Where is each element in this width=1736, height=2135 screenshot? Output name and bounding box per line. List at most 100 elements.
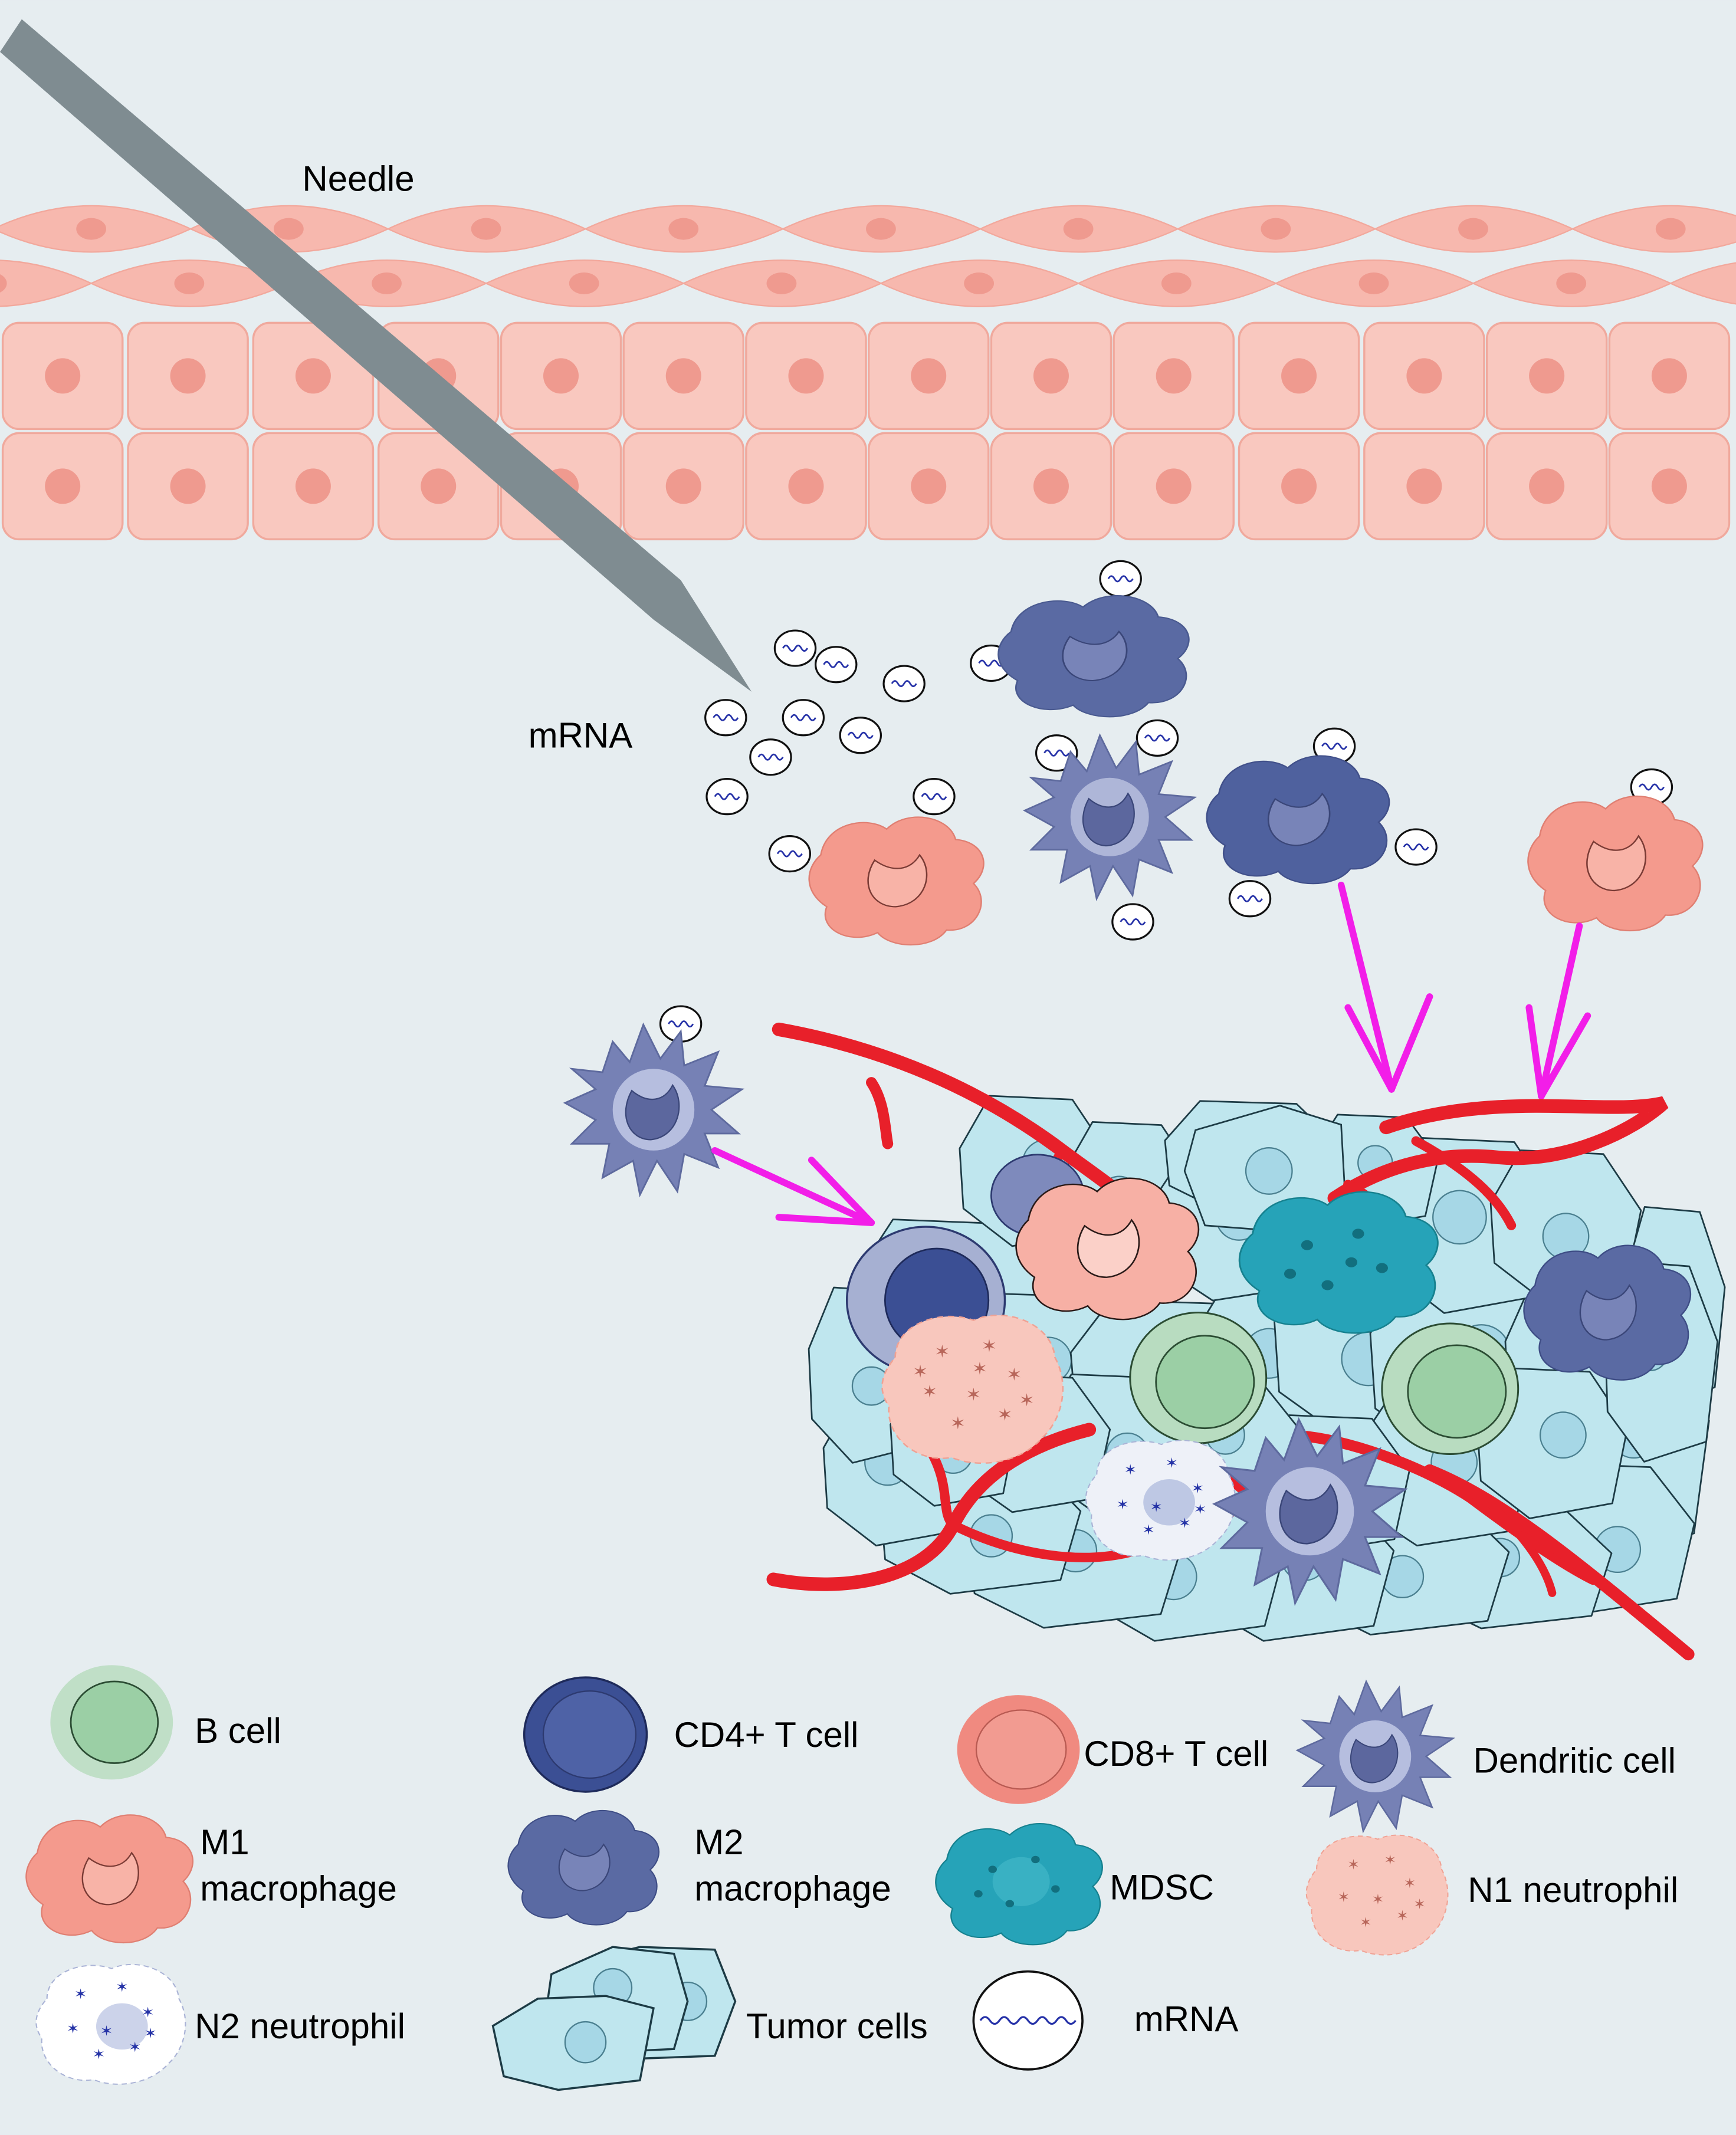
skin-epithelial-cell [622,432,745,541]
svg-text:✶: ✶ [74,1986,87,2002]
blood-vessel [1327,1096,1669,1206]
n1-neutrophil-cell: ✶✶✶✶✶✶✶✶✶✶ [881,1314,1064,1464]
dendritic-cell [564,1023,743,1196]
skin-epithelial-cell [622,321,745,431]
legend-label-n2-neutrophil: N2 neutrophil [195,2006,405,2046]
mrna-particle [1136,719,1179,757]
blood-vessel [866,1077,894,1149]
svg-text:✶: ✶ [92,2046,105,2062]
svg-text:✶: ✶ [966,1385,982,1405]
skin-epithelial-cell [1608,432,1731,541]
legend-cd4-t-cell-icon [523,1676,648,1793]
skin-epithelial-cell [500,321,622,431]
mrna-particle [815,646,858,684]
svg-text:✶: ✶ [1384,1851,1396,1868]
svg-text:✶: ✶ [1371,1891,1384,1907]
svg-text:✶: ✶ [913,1362,928,1382]
arrow [1337,881,1433,1093]
svg-text:✶: ✶ [982,1336,997,1356]
mdsc-cell [1238,1191,1439,1334]
legend-label-tumor-cells: Tumor cells [746,2006,928,2046]
needle-label: Needle [302,159,414,198]
skin-spindle-cell [1274,260,1475,307]
migration-arrows [711,881,1591,1226]
skin-spindle-cell [781,205,982,253]
skin-epithelial-cell [867,321,990,431]
legend-b-cell-icon [50,1665,173,1780]
legend-label-dendritic-cell: Dendritic cell [1474,1741,1676,1781]
legend-cd8-t-cell-icon [957,1695,1080,1804]
skin-epithelial-cell [1363,432,1485,541]
mrna-particle [913,778,956,816]
skin-spindle-cell [386,205,588,253]
svg-text:✶: ✶ [934,1342,950,1362]
legend-n2-neutrophil-icon: ✶✶✶✶✶✶✶✶ [35,1963,186,2085]
svg-text:✶: ✶ [1150,1499,1163,1515]
tumor-mass: ✶✶✶✶✶✶✶✶✶✶✶✶✶✶✶✶✶✶ [766,1022,1726,1661]
mrna-particle [768,835,812,873]
legend-label-n1-neutrophil: N1 neutrophil [1468,1870,1678,1910]
mrna-particle [1111,903,1154,941]
blood-vessel [1301,1431,1599,1585]
skin-epithelial-cell [1,321,124,431]
svg-text:✶: ✶ [1413,1896,1426,1912]
svg-text:✶: ✶ [997,1405,1013,1425]
skin-spindle-cell [1669,262,1736,305]
skin-spindle-cell [1176,205,1377,253]
svg-text:✶: ✶ [66,2021,79,2037]
skin-epithelial-cell [127,321,249,431]
svg-text:✶: ✶ [129,2039,142,2055]
mrna-particle [1228,880,1272,918]
skin-epithelial-cell [867,432,990,541]
mrna-particle [1394,828,1438,866]
mrna-particle [773,629,817,667]
needle [0,19,752,692]
mrna-particle [749,738,792,776]
svg-text:✶: ✶ [1124,1461,1137,1477]
dendritic-cell [1023,734,1196,900]
legend-mdsc-icon [935,1822,1103,1946]
skin-epithelial-cell [1485,432,1608,541]
legend-label-b-cell: B cell [195,1711,281,1750]
arrow [711,1147,875,1226]
svg-text:✶: ✶ [1194,1501,1207,1517]
mrna-particle [704,699,747,737]
n2-neutrophil-cell: ✶✶✶✶✶✶✶✶ [1085,1440,1236,1561]
svg-text:✶: ✶ [1191,1480,1204,1496]
skin-epithelial-cell [377,432,500,541]
svg-text:✶: ✶ [1347,1856,1360,1873]
skin-epithelial-cell [1238,432,1360,541]
svg-text:✶: ✶ [950,1414,966,1433]
svg-text:✶: ✶ [972,1359,988,1379]
skin-epithelial-cell [745,432,867,541]
skin-epithelial-cell [990,432,1113,541]
svg-text:✶: ✶ [1404,1875,1416,1891]
skin-spindle-cell [1571,205,1736,253]
legend-label-cd4-t-cell: CD4+ T cell [674,1715,859,1755]
svg-text:✶: ✶ [1006,1365,1022,1385]
svg-text:✶: ✶ [1178,1515,1191,1531]
skin-epithelial-cell [127,432,249,541]
svg-text:✶: ✶ [100,2023,113,2039]
svg-text:✶: ✶ [1360,1914,1372,1930]
svg-text:✶: ✶ [1116,1496,1129,1512]
svg-text:✶: ✶ [144,2025,157,2041]
skin-epithelial-cell [990,321,1113,431]
arrow [1525,922,1591,1100]
mrna-particle [839,717,882,754]
skin-spindle-cell [484,260,685,307]
mrna-particle [782,699,825,737]
skin-layer [0,205,1736,541]
blood-vessel [1411,1136,1517,1230]
skin-epithelial-cell [745,321,867,431]
svg-text:✶: ✶ [1396,1907,1409,1924]
legend-tumor-cells-icon [491,1946,737,2091]
skin-epithelial-cell [1238,321,1360,431]
svg-text:✶: ✶ [922,1382,938,1402]
skin-epithelial-cell [1113,321,1235,431]
svg-text:✶: ✶ [116,1979,129,1995]
